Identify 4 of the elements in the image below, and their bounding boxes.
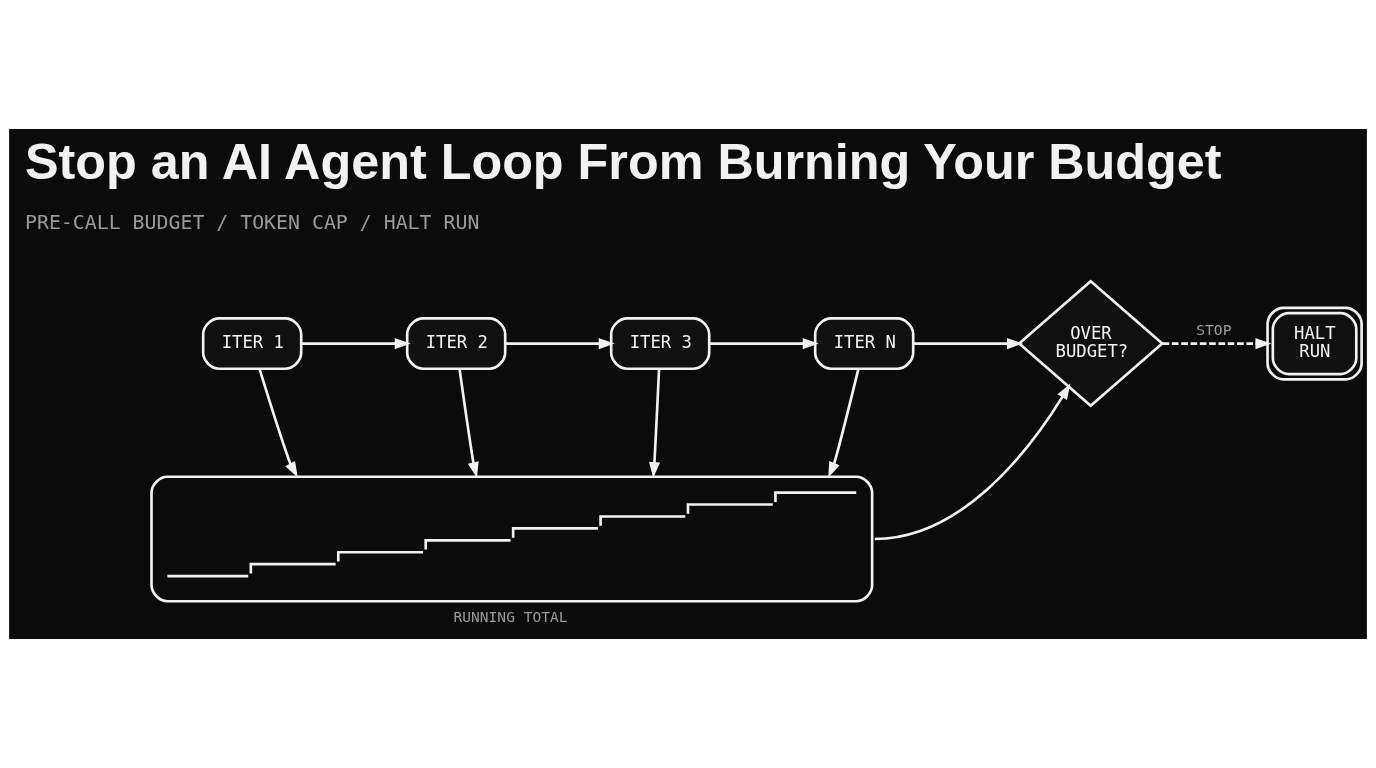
diagram-title: Stop an AI Agent Loop From Burning Your Budget xyxy=(25,132,1222,190)
edge-label: STOP xyxy=(1196,321,1232,339)
node-label: RUNNING TOTAL xyxy=(453,608,568,626)
label: PRE-CALL BUDGET / TOKEN CAP / HALT RUN xyxy=(25,211,480,235)
